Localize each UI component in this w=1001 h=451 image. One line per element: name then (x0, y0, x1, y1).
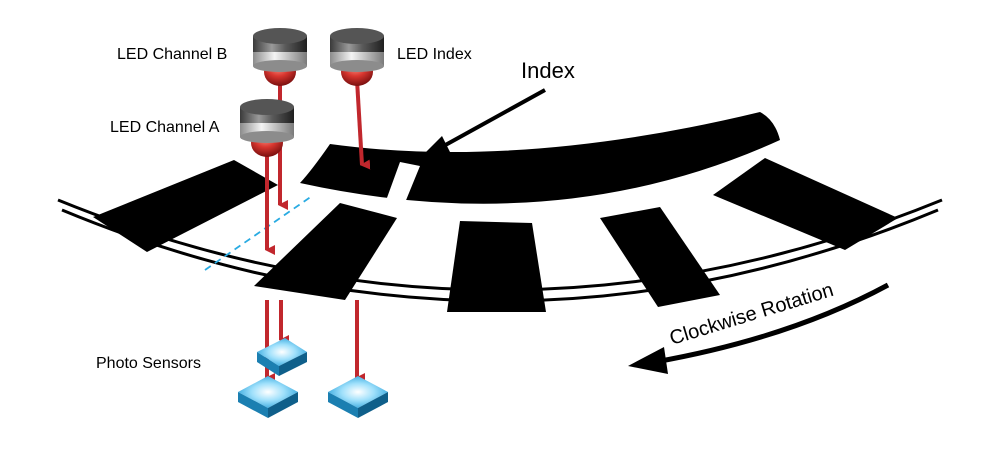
encoder-stripe (254, 203, 397, 300)
encoder-stripe (447, 221, 546, 312)
encoder-stripe (93, 160, 278, 252)
label-led-channel-b: LED Channel B (117, 46, 227, 63)
photo-sensor (328, 376, 388, 418)
alignment-dashed-line (204, 195, 313, 271)
label-index: Index (521, 58, 575, 83)
photo-sensor (238, 376, 298, 418)
label-led-channel-a: LED Channel A (110, 119, 220, 136)
beam-index (355, 79, 371, 170)
led-channel-a (240, 99, 294, 157)
led-channel-b (253, 28, 307, 86)
label-led-index: LED Index (397, 46, 472, 63)
index-pointer-arrowhead (418, 136, 452, 160)
rotation-arrow (654, 282, 890, 365)
index-pointer-arrow (439, 88, 546, 150)
rotation-arrowhead (628, 347, 668, 374)
photo-sensor (257, 338, 307, 376)
encoder-stripe (713, 158, 898, 250)
label-photo-sensors: Photo Sensors (96, 355, 201, 372)
encoder-stripe (600, 207, 720, 307)
led-index (330, 28, 384, 86)
index-slot (384, 162, 420, 210)
index-track (300, 112, 780, 204)
